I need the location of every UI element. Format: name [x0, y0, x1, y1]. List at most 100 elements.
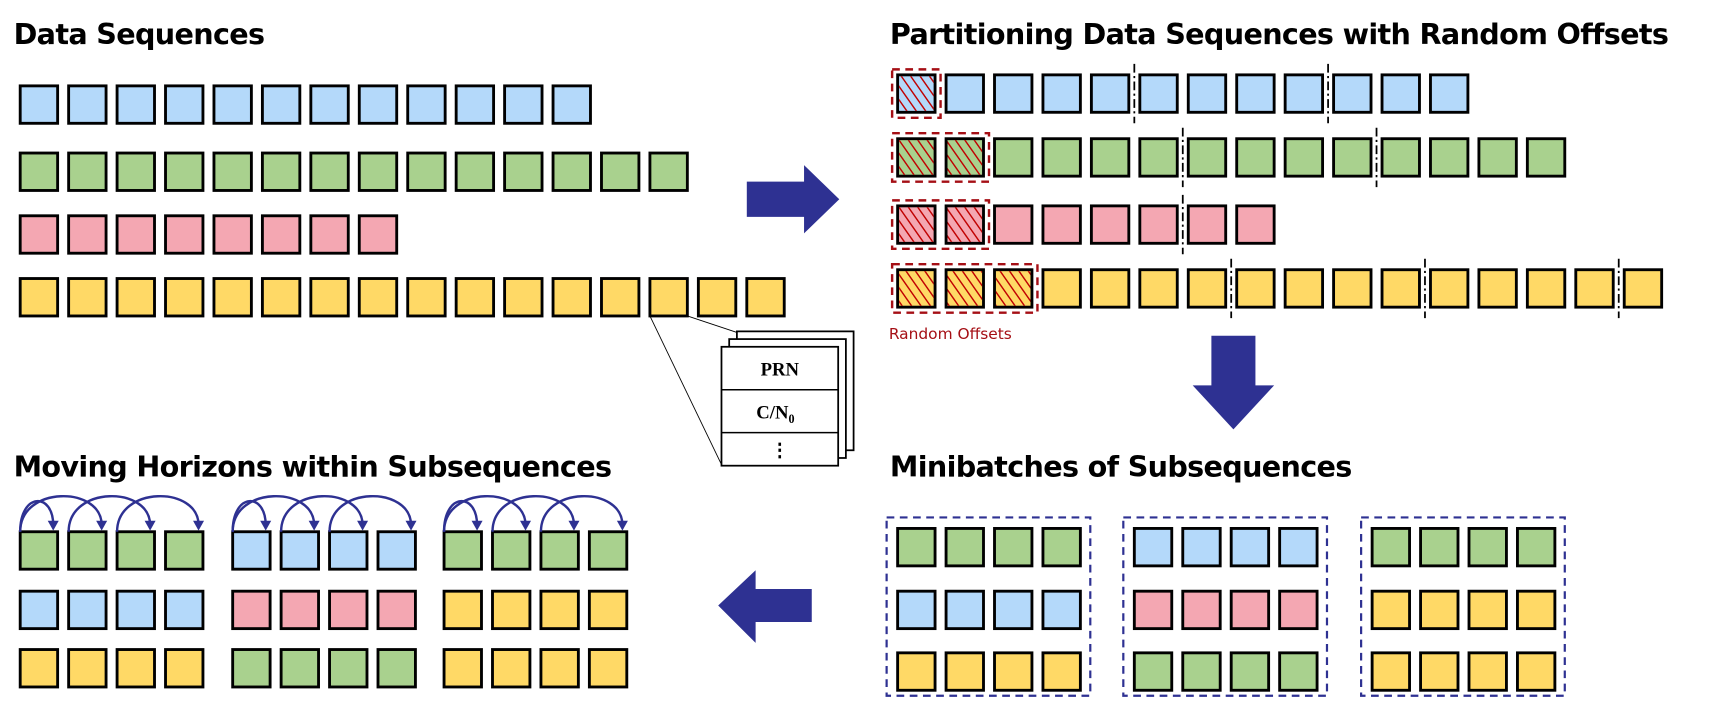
partition-green-cell — [1089, 137, 1131, 178]
sequence-blue-cell — [357, 84, 399, 125]
random-offset-box — [890, 263, 1039, 314]
partition-pink-cell — [1041, 204, 1082, 245]
partition-green-cell — [1429, 137, 1470, 178]
offset-cell-hatch — [995, 271, 1031, 306]
sequence-yellow-cell — [67, 277, 108, 318]
horizon-yellow-cell — [587, 648, 629, 689]
partition-green-cell — [1525, 137, 1567, 178]
minibatch-green-cell — [1419, 527, 1460, 568]
offset-cell-hatch — [899, 207, 934, 242]
random-offset-box — [890, 132, 991, 183]
minibatch-green-cell — [1467, 527, 1508, 568]
minibatch-yellow-cell — [1467, 651, 1508, 692]
partition-green-cell — [1235, 137, 1276, 178]
partition-pink-cell — [1138, 204, 1179, 245]
minibatch-pink-cell — [1229, 589, 1271, 631]
minibatch-blue-cell — [1181, 527, 1222, 568]
horizon-arc — [539, 495, 624, 532]
minibatch-box — [1360, 516, 1566, 697]
offset-cell-hatch — [947, 207, 983, 242]
sequence-yellow-cell — [309, 277, 350, 318]
horizon-green-cell — [539, 530, 580, 571]
arrowhead-icon — [144, 520, 156, 531]
sequence-green-cell — [551, 151, 592, 192]
data-sequences — [18, 84, 786, 318]
horizon-yellow-cell — [491, 589, 532, 631]
partition-blue-cell — [1138, 73, 1179, 114]
horizon-yellow-cell — [587, 589, 629, 631]
horizon-yellow-cell — [442, 589, 483, 631]
minibatch-blue-cell — [1041, 589, 1082, 631]
random-offset-box — [890, 68, 942, 120]
horizon-yellow-cell — [115, 648, 156, 689]
sequence-pink-cell — [309, 214, 350, 255]
sequence-blue-cell — [67, 84, 108, 125]
horizon-green-cell — [115, 530, 156, 571]
partition-blue-cell — [944, 73, 985, 114]
minibatch-yellow-cell — [1370, 589, 1411, 631]
minibatch-box — [1122, 516, 1329, 697]
sequence-green-cell — [600, 151, 641, 192]
offset-cell-hatch — [899, 76, 934, 111]
sequence-pink-cell — [357, 214, 399, 255]
horizon-yellow-cell — [491, 648, 532, 689]
horizon-arc — [279, 495, 364, 532]
horizon-arc — [491, 495, 576, 532]
sequence-yellow-cell — [164, 277, 205, 318]
sequence-yellow-cell — [212, 277, 253, 318]
minibatch-green-cell — [1278, 651, 1319, 692]
partition-green-cell — [1477, 137, 1518, 178]
horizon-blue-cell — [376, 530, 417, 571]
sequence-yellow-cell — [696, 277, 738, 318]
partition-yellow-cell — [1622, 268, 1664, 309]
partition-yellow-cell — [1041, 268, 1082, 309]
sequence-yellow-cell — [357, 277, 399, 318]
minibatches-title: Minibatches of Subsequences — [890, 450, 1352, 484]
horizon-blue-cell — [328, 530, 369, 571]
down-arrow-icon — [1192, 335, 1275, 430]
partition-yellow-cell — [1332, 268, 1373, 309]
random-offsets-label: Random Offsets — [889, 325, 1012, 343]
minibatch-blue-cell — [993, 589, 1034, 631]
minibatch-yellow-cell — [1516, 651, 1557, 692]
sequence-blue-cell — [212, 84, 253, 125]
offset-cell-hatch — [899, 140, 934, 175]
partitioning-title: Partitioning Data Sequences with Random … — [890, 17, 1668, 51]
sequence-yellow-cell — [406, 277, 447, 318]
horizon-arc — [442, 499, 479, 532]
minibatch-green-cell — [944, 527, 985, 568]
minibatch-yellow-cell — [944, 651, 985, 692]
minibatch-box — [885, 516, 1092, 697]
sequence-green-cell — [357, 151, 399, 192]
partition-blue-cell — [1332, 73, 1373, 114]
sequence-green-cell — [67, 151, 108, 192]
horizon-yellow-cell — [164, 648, 205, 689]
partition-yellow-cell — [1477, 268, 1518, 309]
minibatch-yellow-cell — [1041, 651, 1082, 692]
minibatch-blue-cell — [944, 589, 985, 631]
arrowhead-icon — [357, 520, 369, 531]
offset-cell-hatch — [899, 271, 934, 306]
horizon-green-cell — [164, 530, 205, 571]
horizon-arc — [442, 495, 527, 532]
horizon-blue-cell — [164, 589, 205, 631]
horizon-green-cell — [279, 648, 320, 689]
arrowhead-icon — [308, 520, 320, 531]
sequence-pink-cell — [67, 214, 108, 255]
horizon-blue-cell — [115, 589, 156, 631]
horizon-arc — [18, 495, 103, 532]
horizon-green-cell — [442, 530, 483, 571]
arrowhead-icon — [568, 520, 580, 531]
horizon-green-cell — [328, 648, 369, 689]
sequence-pink-cell — [115, 214, 156, 255]
moving-horizons — [18, 495, 629, 689]
horizon-blue-cell — [279, 530, 320, 571]
sequence-green-cell — [212, 151, 253, 192]
sequence-yellow-cell — [551, 277, 592, 318]
minibatches — [885, 516, 1566, 697]
arrowhead-icon — [471, 520, 483, 531]
horizon-yellow-cell — [539, 648, 580, 689]
horizon-green-cell — [376, 648, 417, 689]
minibatch-green-cell — [1229, 651, 1271, 692]
partition-green-cell — [993, 137, 1034, 178]
